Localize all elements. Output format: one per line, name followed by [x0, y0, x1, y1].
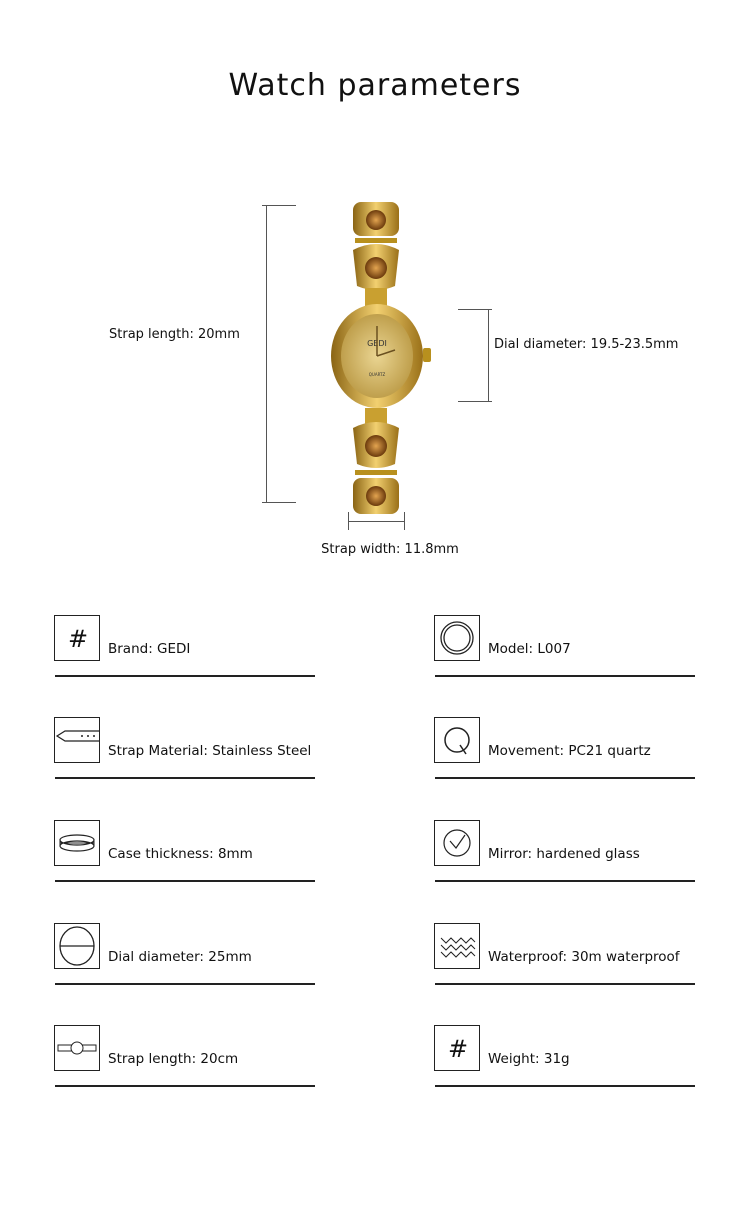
spec-label: Brand: GEDI: [108, 641, 191, 657]
spec-label: Waterproof: 30m waterproof: [488, 949, 680, 965]
strap-width-dimension-line: [348, 521, 404, 522]
spec-label: Dial diameter: 25mm: [108, 949, 252, 965]
clock-check-icon: [434, 820, 480, 866]
divider: [435, 983, 695, 985]
divider: [55, 675, 315, 677]
dimension-tick: [404, 512, 405, 530]
dimension-tick: [262, 205, 296, 206]
watch-image: GEDI QUARTZ: [325, 198, 435, 520]
spec-label: Model: L007: [488, 641, 571, 657]
divider: [435, 777, 695, 779]
spec-label: Strap length: 20cm: [108, 1051, 239, 1067]
divider: [55, 1085, 315, 1087]
watch-case: GEDI QUARTZ: [331, 304, 431, 408]
upper-bracelet: [353, 202, 399, 306]
dimension-tick: [458, 401, 492, 402]
svg-text:#: #: [448, 1035, 468, 1063]
double-circle-icon: [434, 615, 480, 661]
divider: [435, 880, 695, 882]
svg-text:#: #: [68, 625, 88, 653]
case-thickness-icon: [54, 820, 100, 866]
strap-length-icon: [54, 1025, 100, 1071]
strap-icon: [54, 717, 100, 763]
strap-width-label: Strap width: 11.8mm: [321, 542, 459, 557]
page-title: Watch parameters: [228, 68, 522, 103]
dimension-tick: [348, 512, 349, 530]
strap-length-dimension-line: [266, 205, 267, 503]
spec-label: Weight: 31g: [488, 1051, 570, 1067]
dimension-tick: [262, 502, 296, 503]
spec-label: Movement: PC21 quartz: [488, 743, 651, 759]
dial-diameter-label: Dial diameter: 19.5-23.5mm: [494, 337, 679, 352]
divider: [55, 777, 315, 779]
divider: [55, 983, 315, 985]
lower-bracelet: [353, 408, 399, 514]
hash-icon: #: [54, 615, 100, 661]
dial-diameter-dimension-line: [488, 309, 489, 401]
divider: [435, 675, 695, 677]
hash-icon: #: [434, 1025, 480, 1071]
spec-label: Case thickness: 8mm: [108, 846, 253, 862]
watch-dial-text: QUARTZ: [369, 372, 386, 377]
waves-icon: [434, 923, 480, 969]
spec-label: Strap Material: Stainless Steel: [108, 743, 312, 759]
spec-label: Mirror: hardened glass: [488, 846, 640, 862]
strap-length-label: Strap length: 20mm: [109, 327, 240, 342]
divider: [435, 1085, 695, 1087]
quartz-q-icon: [434, 717, 480, 763]
divider: [55, 880, 315, 882]
dimension-tick: [458, 309, 492, 310]
dial-icon: [54, 923, 100, 969]
